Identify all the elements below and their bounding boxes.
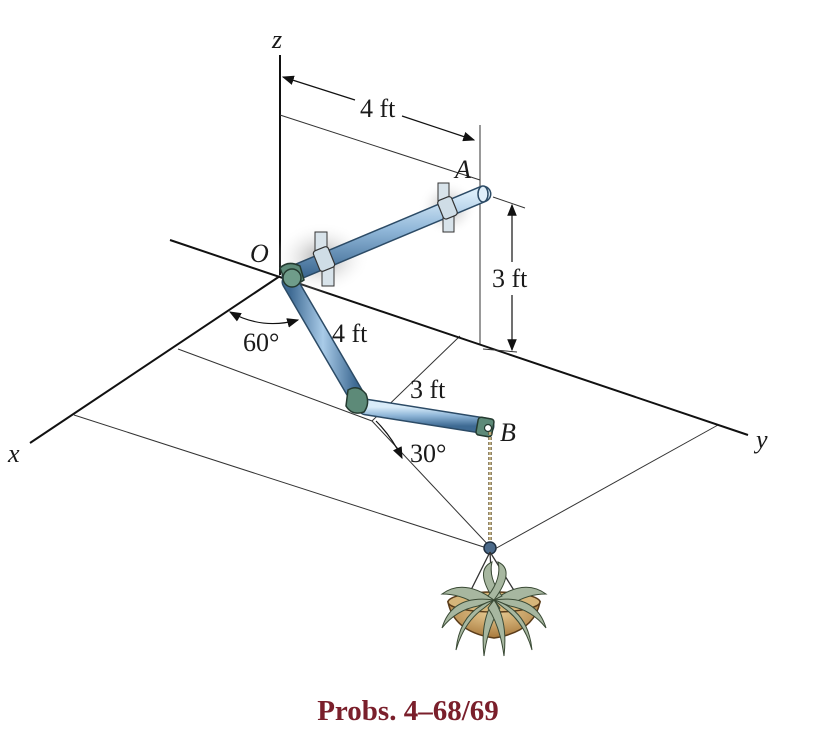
axis-label-y: y <box>753 425 768 454</box>
angle-label-30: 30° <box>410 439 446 468</box>
axis-label-z: z <box>271 25 282 54</box>
axis-label-x: x <box>7 439 20 468</box>
pipe-segment-1 <box>281 273 365 404</box>
labels: z x y O A B 4 ft 3 ft 4 ft 3 ft 60° 30° <box>7 25 768 468</box>
elbow-o <box>279 262 305 288</box>
dimension-label-segment-2: 3 ft <box>410 375 446 404</box>
angle-30-arc <box>375 420 403 460</box>
chain <box>483 432 497 555</box>
pipe-segment-2 <box>357 398 495 435</box>
axes <box>29 55 749 444</box>
construction-lines <box>73 135 719 551</box>
bracket-a <box>437 182 458 233</box>
dimension-height <box>482 196 526 353</box>
figure-caption: Probs. 4–68/69 <box>317 695 499 727</box>
end-cap-b <box>475 416 495 438</box>
x-axis-line <box>29 275 281 444</box>
point-label-a: A <box>453 155 471 184</box>
angle-label-60: 60° <box>243 328 279 357</box>
point-label-o: O <box>250 239 269 268</box>
dimension-label-segment-1: 4 ft <box>332 319 368 348</box>
dimension-label-top: 4 ft <box>360 94 396 123</box>
point-label-b: B <box>500 418 516 447</box>
dimension-top <box>279 75 481 181</box>
y-axis-line <box>169 239 749 436</box>
bracket-1 <box>312 231 336 287</box>
hanging-plant <box>440 551 548 657</box>
dimension-label-height: 3 ft <box>492 264 528 293</box>
elbow-mid <box>345 387 369 414</box>
angle-60-arc <box>228 311 300 328</box>
plant-leaves <box>440 561 548 657</box>
